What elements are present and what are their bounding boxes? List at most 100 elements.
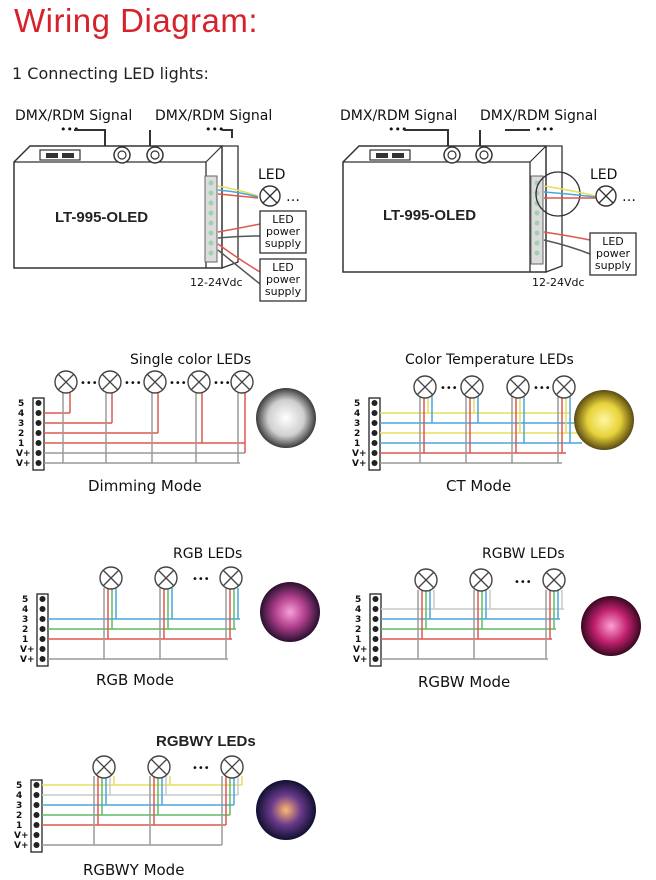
svg-text:…: … [286, 189, 300, 205]
ellipsis: ••• [388, 123, 407, 136]
signal-label-right: DMX/RDM Signal [155, 108, 272, 124]
led-bulb-icon [99, 566, 123, 590]
svg-text:4: 4 [354, 409, 360, 419]
svg-text:•••: ••• [80, 378, 98, 389]
svg-text:3: 3 [18, 419, 24, 429]
mode-label: Dimming Mode [88, 477, 202, 495]
mode-label: RGBW Mode [418, 673, 510, 691]
led-bulb-icon [98, 370, 122, 394]
svg-text:•••: ••• [124, 378, 142, 389]
pin-labels: 54 32 1V+ V+ [353, 595, 368, 665]
svg-text:V+: V+ [14, 841, 29, 851]
svg-text:V+: V+ [16, 459, 31, 469]
svg-text:2: 2 [354, 429, 360, 439]
power-supply-box [589, 232, 637, 276]
svg-text:•••: ••• [533, 383, 551, 394]
leds-title: Color Temperature LEDs [405, 352, 574, 368]
svg-text:1: 1 [22, 635, 28, 645]
page-title: Wiring Diagram: [14, 2, 259, 39]
led-effect-photo [574, 390, 634, 450]
svg-text:•••: ••• [192, 574, 210, 585]
led-bulb-icon [219, 566, 243, 590]
svg-text:5: 5 [355, 595, 361, 605]
mode-label: CT Mode [446, 477, 511, 495]
xlr-port [475, 146, 493, 164]
svg-text:•••: ••• [192, 763, 210, 774]
svg-text:2: 2 [18, 429, 24, 439]
svg-text:4: 4 [355, 605, 361, 615]
controller-diagram-1: DMX/RDM Signal DMX/RDM Signal ••• ••• LT… [13, 108, 307, 302]
led-effect-photo [256, 780, 316, 840]
svg-text:5: 5 [16, 781, 22, 791]
led-bulb-icon [187, 370, 211, 394]
display-window [39, 149, 81, 161]
model-label: LT-995-OLED [55, 209, 148, 226]
rgb-mode-diagram: RGB LEDs 54 32 1V+ V+ ••• RGB Mode [20, 546, 320, 689]
ct-mode-diagram: Color Temperature LEDs 54 32 1V+ V+ [352, 352, 634, 495]
svg-text:3: 3 [355, 615, 361, 625]
leds-title: RGBWY LEDs [156, 733, 256, 750]
svg-text:V+: V+ [20, 645, 35, 655]
controller-housing [13, 145, 223, 269]
signal-label-right: DMX/RDM Signal [480, 108, 597, 124]
svg-text:1: 1 [355, 635, 361, 645]
display-window [369, 149, 411, 161]
ellipsis: ••• [60, 123, 79, 136]
mode-label: RGBWY Mode [83, 861, 184, 879]
pin-labels: 54 32 1V+ V+ [20, 595, 35, 665]
led-bulb-icon [542, 568, 566, 592]
led-bulb-icon [220, 755, 244, 779]
pin-labels: 54 32 1V+ V+ [352, 399, 367, 469]
voltage-label: 12-24Vdc [532, 276, 585, 289]
svg-text:1: 1 [354, 439, 360, 449]
mode-label: RGB Mode [96, 671, 174, 689]
voltage-label: 12-24Vdc [190, 276, 243, 289]
svg-text:5: 5 [22, 595, 28, 605]
svg-text:3: 3 [22, 615, 28, 625]
svg-text:3: 3 [354, 419, 360, 429]
svg-text:2: 2 [355, 625, 361, 635]
led-bulb-icon [552, 375, 576, 399]
led-bulb-icon [595, 185, 617, 207]
svg-text:V+: V+ [353, 645, 368, 655]
svg-text:1: 1 [16, 821, 22, 831]
svg-text:5: 5 [18, 399, 24, 409]
pin-labels: 54 32 1V+ V+ [16, 399, 31, 469]
led-bulb-icon [506, 375, 530, 399]
dimming-mode-diagram: Single color LEDs 54 32 1V+ V+ ••• [16, 352, 316, 495]
rgbwy-mode-diagram: RGBWY LEDs 54 32 1V+ V+ ••• [14, 733, 316, 879]
svg-text:•••: ••• [169, 378, 187, 389]
leds-title: Single color LEDs [130, 352, 251, 368]
led-bulb-icon [147, 755, 171, 779]
led-bulb-icon [259, 185, 281, 207]
svg-text:V+: V+ [352, 449, 367, 459]
led-bulb-icon [413, 375, 437, 399]
led-effect-photo [260, 582, 320, 642]
svg-text:V+: V+ [353, 655, 368, 665]
ellipsis: ••• [205, 123, 224, 136]
svg-text:•••: ••• [213, 378, 231, 389]
svg-text:2: 2 [22, 625, 28, 635]
led-bulb-icon [414, 568, 438, 592]
svg-text:3: 3 [16, 801, 22, 811]
terminal-block [204, 175, 218, 263]
xlr-port [146, 146, 164, 164]
led-bulb-icon [469, 568, 493, 592]
led-bulb-icon [92, 755, 116, 779]
controller-diagram-2: DMX/RDM Signal DMX/RDM Signal ••• ••• LT… [340, 108, 637, 289]
svg-text:5: 5 [354, 399, 360, 409]
led-bulb-icon [143, 370, 167, 394]
led-label: LED [590, 167, 617, 183]
led-bulb-icon [230, 370, 254, 394]
led-effect-photo [256, 388, 316, 448]
ellipsis: ••• [535, 123, 554, 136]
svg-text:4: 4 [16, 791, 22, 801]
signal-cable [74, 129, 106, 150]
signal-label-left: DMX/RDM Signal [15, 108, 132, 124]
svg-text:•••: ••• [440, 383, 458, 394]
controller-housing [342, 145, 547, 273]
